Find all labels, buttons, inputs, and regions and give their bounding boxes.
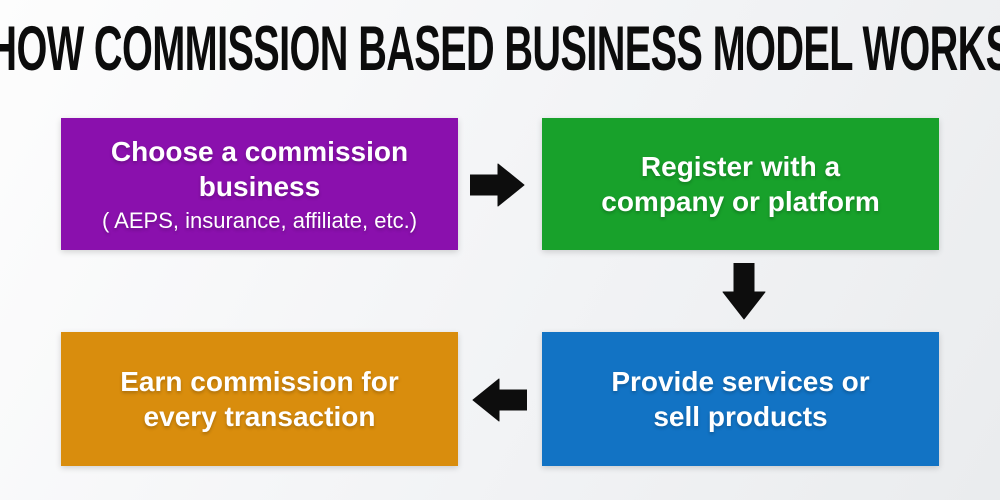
step-label-line: every transaction	[143, 401, 376, 432]
step-box-provide-services: Provide services or sell products	[542, 332, 939, 466]
step-label-line: Provide services or	[611, 366, 870, 397]
step-label-line: business	[198, 170, 321, 202]
step-label-line: Earn commission for	[120, 366, 399, 397]
page-title: HOW COMMISSION BASED BUSINESS MODEL WORK…	[0, 14, 1000, 84]
step-box-earn-commission: Earn commission for every transaction	[61, 332, 458, 466]
step-box-choose-business: Choose a commission business ( AEPS, ins…	[61, 118, 458, 250]
step-label-line: Register with a	[640, 151, 841, 182]
step-label-line: Choose a commission	[110, 135, 409, 167]
step-note-line: ( AEPS, insurance, affiliate, etc.)	[101, 207, 418, 233]
arrow-right-icon	[470, 163, 525, 207]
arrow-down-icon	[722, 263, 766, 320]
page-title-text: HOW COMMISSION BASED BUSINESS MODEL WORK…	[0, 14, 1000, 84]
arrow-left-icon	[472, 378, 527, 422]
step-label-line: sell products	[653, 401, 828, 432]
step-box-register: Register with a company or platform	[542, 118, 939, 250]
step-label-line: company or platform	[601, 186, 880, 217]
